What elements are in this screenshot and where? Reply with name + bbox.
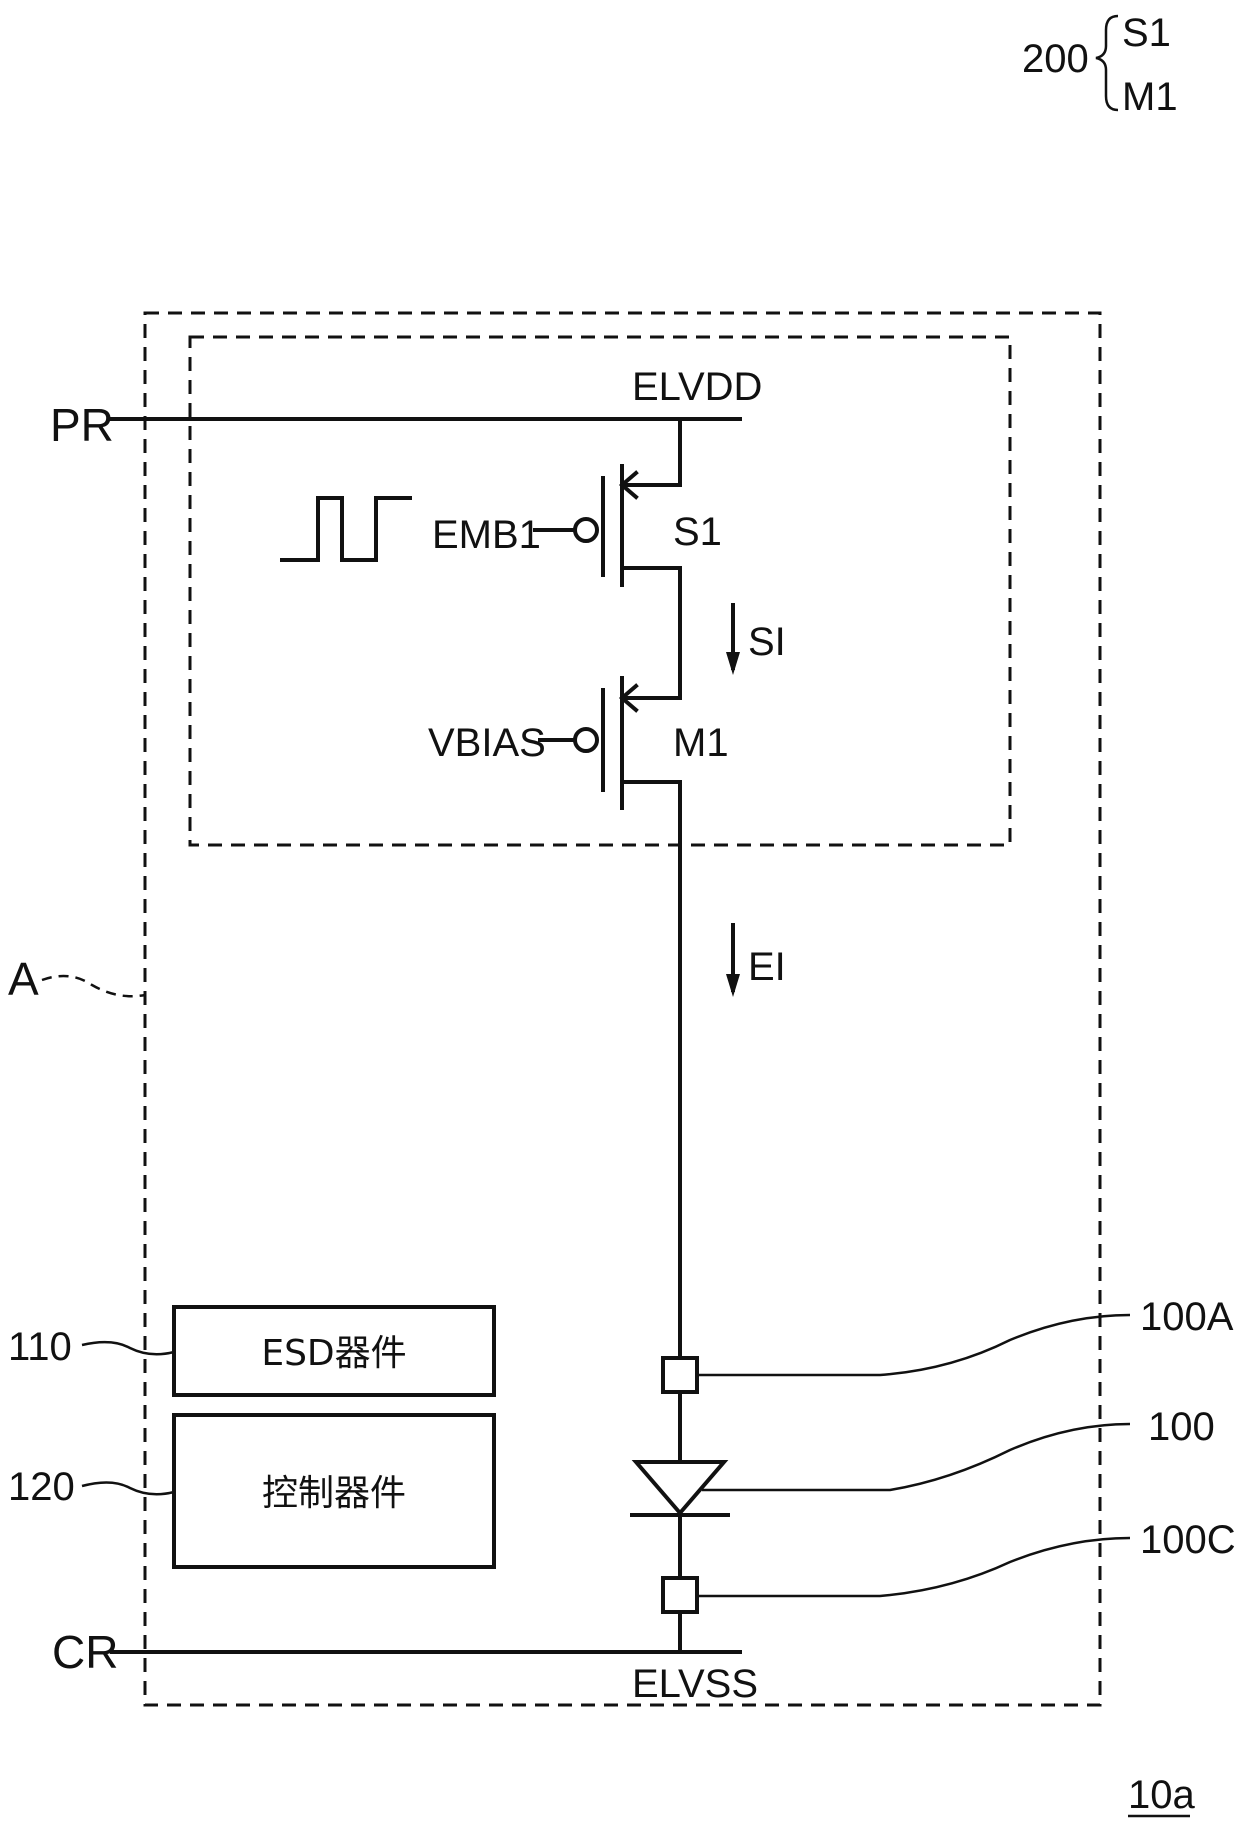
led-diode-icon xyxy=(632,1462,728,1515)
legend-item-m1: M1 xyxy=(1122,75,1178,119)
legend: 200 S1 M1 xyxy=(1022,11,1178,119)
esd-device-label: ESD器件 xyxy=(261,1333,406,1374)
legend-number: 200 xyxy=(1022,37,1089,81)
control-device-label: 控制器件 xyxy=(262,1473,406,1514)
cathode-ref: 100C xyxy=(1140,1518,1236,1562)
pulse-waveform-icon xyxy=(282,498,410,560)
ei-label: EI xyxy=(748,945,786,989)
anode-leader xyxy=(697,1315,1130,1375)
cathode-leader xyxy=(697,1538,1130,1596)
ei-current-arrow xyxy=(726,925,740,997)
current-transistor-m1 xyxy=(540,678,680,808)
control-device-ref: 120 xyxy=(8,1465,75,1509)
elvss-label: ELVSS xyxy=(632,1662,758,1706)
gate-bubble-m1 xyxy=(575,729,597,751)
si-current-arrow xyxy=(726,605,740,675)
cathode-pad xyxy=(663,1578,697,1612)
esd-device-leader xyxy=(82,1342,174,1354)
anode-pad xyxy=(663,1358,697,1392)
common-rail-label: CR xyxy=(52,1626,118,1678)
legend-item-s1: S1 xyxy=(1122,11,1171,55)
switch-transistor-s1 xyxy=(535,419,680,585)
led-ref: 100 xyxy=(1148,1405,1215,1449)
si-label: SI xyxy=(748,620,786,664)
legend-brace xyxy=(1096,16,1118,110)
esd-device-ref: 110 xyxy=(8,1325,72,1369)
anode-ref: 100A xyxy=(1140,1295,1234,1339)
pixel-circuit-boundary xyxy=(190,337,1010,845)
elvdd-label: ELVDD xyxy=(632,365,762,409)
control-device-leader xyxy=(82,1482,174,1494)
emb1-label: EMB1 xyxy=(432,513,541,557)
power-rail-label: PR xyxy=(50,399,114,451)
s1-label: S1 xyxy=(673,510,722,554)
region-a-label: A xyxy=(8,953,39,1005)
figure-ref: 10a xyxy=(1128,1773,1195,1817)
led-leader xyxy=(702,1424,1130,1490)
region-a-leader xyxy=(42,976,145,996)
vbias-label: VBIAS xyxy=(428,721,546,765)
m1-label: M1 xyxy=(673,721,729,765)
gate-bubble-s1 xyxy=(575,519,597,541)
